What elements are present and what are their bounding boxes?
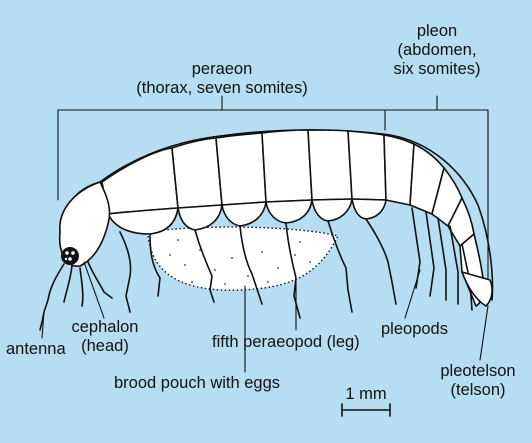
label-pleon: pleon (abdomen, six somites) (382, 22, 492, 79)
label-peraeon: peraeon (thorax, seven somites) (104, 60, 340, 98)
label-pleon-line1: pleon (382, 22, 492, 41)
label-fifth-peraeopod: fifth peraeopod (leg) (212, 333, 360, 352)
label-cephalon-line1: cephalon (60, 318, 150, 337)
label-cephalon: cephalon (head) (60, 318, 150, 356)
leader-pleotelson (480, 306, 488, 360)
eye (61, 247, 79, 265)
label-brood-pouch: brood pouch with eggs (114, 374, 280, 393)
label-peraeon-line2: (thorax, seven somites) (104, 79, 340, 98)
antennule (64, 266, 83, 306)
scale-bar (342, 404, 390, 416)
label-pleopods: pleopods (381, 320, 448, 339)
antenna-rear (88, 262, 112, 298)
label-antenna: antenna (6, 340, 66, 359)
label-pleon-line3: six somites) (382, 60, 492, 79)
leader-cephalon (84, 262, 104, 318)
label-pleon-line2: (abdomen, (382, 41, 492, 60)
label-pleotelson-line2: (telson) (428, 381, 528, 400)
brood-pouch (148, 227, 338, 290)
label-pleotelson: pleotelson (telson) (428, 362, 528, 400)
leader-pleopods (405, 270, 420, 318)
label-scale: 1 mm (336, 385, 396, 404)
label-peraeon-line1: peraeon (104, 60, 340, 79)
label-cephalon-line2: (head) (60, 337, 150, 356)
label-pleotelson-line1: pleotelson (428, 362, 528, 381)
